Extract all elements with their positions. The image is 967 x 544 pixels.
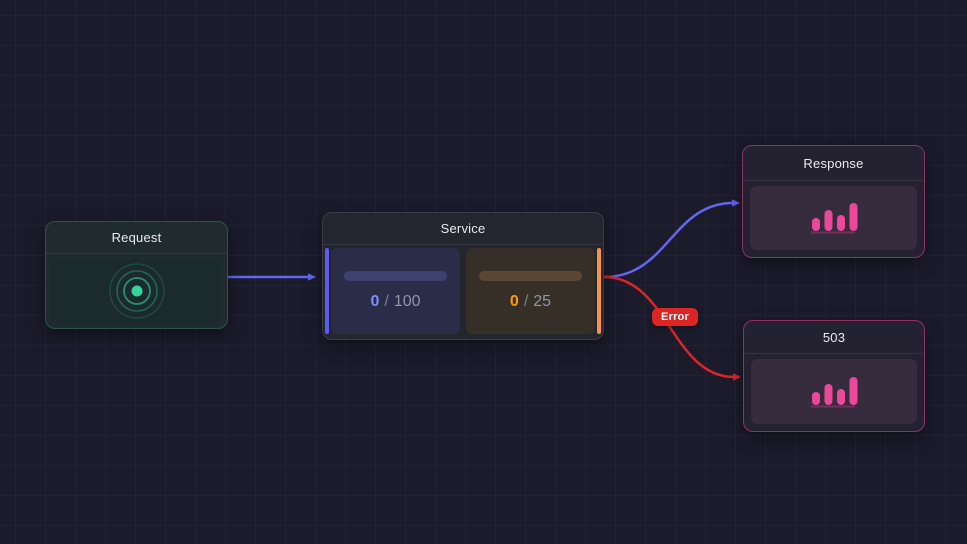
node-request-body <box>51 259 222 323</box>
node-request-title: Request <box>46 222 227 254</box>
input-port-bar[interactable] <box>325 248 329 334</box>
node-service-title: Service <box>323 213 603 245</box>
node-response-title: Response <box>743 146 924 181</box>
edge-service-to-503[interactable] <box>603 275 742 381</box>
secondary-queue-separator: / <box>523 293 529 310</box>
output-port-bar[interactable] <box>597 248 601 334</box>
node-service-body: 0/100 0/25 <box>323 246 603 339</box>
edge-error-label[interactable]: Error <box>652 308 698 326</box>
primary-queue-progress <box>344 271 447 281</box>
secondary-queue-value: 0 <box>509 293 519 310</box>
node-503[interactable]: 503 <box>743 320 925 432</box>
edge-service-to-response[interactable] <box>603 199 741 279</box>
service-primary-queue: 0/100 <box>331 248 460 334</box>
secondary-queue-count: 0/25 <box>466 293 595 311</box>
secondary-queue-capacity: 25 <box>533 293 552 310</box>
node-503-title: 503 <box>744 321 924 354</box>
node-503-body <box>751 359 917 424</box>
pulse-icon <box>108 263 165 319</box>
node-request[interactable]: Request <box>45 221 228 329</box>
bar-chart-icon <box>811 376 858 407</box>
primary-queue-count: 0/100 <box>331 293 460 311</box>
node-response-body <box>750 186 917 250</box>
service-secondary-queue: 0/25 <box>466 248 595 334</box>
node-response[interactable]: Response <box>742 145 925 258</box>
primary-queue-value: 0 <box>370 293 380 310</box>
primary-queue-separator: / <box>384 293 389 310</box>
primary-queue-capacity: 100 <box>393 293 421 310</box>
node-service[interactable]: Service 0/100 0/25 <box>322 212 604 340</box>
secondary-queue-progress <box>479 271 582 281</box>
bar-chart-icon <box>810 203 857 234</box>
